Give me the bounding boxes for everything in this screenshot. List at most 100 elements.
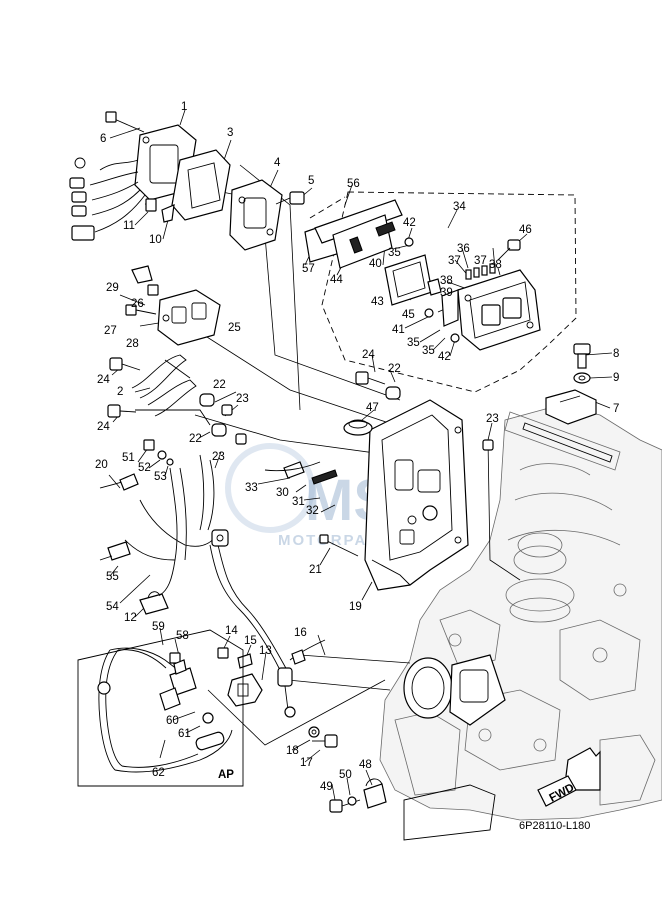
cable-33 xyxy=(264,461,321,472)
callout-35-b: 35 xyxy=(407,337,420,349)
bracket-39 xyxy=(441,289,459,327)
callout-45: 45 xyxy=(402,309,415,321)
callout-26: 26 xyxy=(131,298,144,310)
callout-57: 57 xyxy=(302,263,315,275)
callout-52: 52 xyxy=(138,462,151,474)
callout-6: 6 xyxy=(100,133,106,145)
rectifier-25 xyxy=(157,289,221,346)
callout-47: 47 xyxy=(366,402,379,414)
clip-29 xyxy=(131,265,153,284)
callout-40: 40 xyxy=(369,258,382,270)
callout-50: 50 xyxy=(339,769,352,781)
callout-22: 22 xyxy=(213,379,226,391)
bolt-5 xyxy=(275,191,305,205)
wire-harness-main xyxy=(99,454,289,673)
clip-10 xyxy=(161,204,175,223)
washer-9 xyxy=(573,372,591,384)
callout-36: 36 xyxy=(457,243,470,255)
callout-38: 38 xyxy=(440,275,453,287)
washer-50 xyxy=(347,796,357,806)
fuse-30-31 xyxy=(283,461,338,485)
bolt-6 xyxy=(105,111,145,133)
strap-20 xyxy=(99,473,139,491)
callout-58: 58 xyxy=(176,630,189,642)
bolt-26 xyxy=(147,284,159,296)
bolt-46 xyxy=(497,239,521,261)
bolt-21 xyxy=(319,534,359,557)
callout-20: 20 xyxy=(95,459,108,471)
bolt-14 xyxy=(217,647,229,659)
engine-block xyxy=(379,404,662,821)
tie-16 xyxy=(289,639,326,665)
callout-8: 8 xyxy=(613,348,619,360)
collars-23 xyxy=(221,404,494,451)
callout-30: 30 xyxy=(276,487,289,499)
bolt-51 xyxy=(143,439,155,451)
callout-23-b: 23 xyxy=(212,451,225,463)
callout-15: 15 xyxy=(244,635,257,647)
callout-42: 42 xyxy=(403,217,416,229)
bolts-24 xyxy=(107,357,386,418)
coil-bracket-4 xyxy=(229,179,283,251)
callout-28: 28 xyxy=(126,338,139,350)
callout-35-c: 35 xyxy=(422,345,435,357)
callout-22-c: 22 xyxy=(189,433,202,445)
callout-19: 19 xyxy=(349,601,362,613)
seal-43 xyxy=(384,254,433,306)
callout-10: 10 xyxy=(149,234,162,246)
callout-35: 35 xyxy=(388,247,401,259)
callout-37: 37 xyxy=(448,255,461,267)
callout-2: 2 xyxy=(117,386,123,398)
callout-54: 54 xyxy=(106,601,119,613)
connector-45 xyxy=(427,278,442,296)
callout-56: 56 xyxy=(347,178,360,190)
callout-38-b: 38 xyxy=(489,259,502,271)
bolt-8 xyxy=(573,343,591,369)
clamp-12 xyxy=(139,591,169,615)
callout-55: 55 xyxy=(106,571,119,583)
callout-12: 12 xyxy=(124,612,137,624)
callout-42-b: 42 xyxy=(438,351,451,363)
callout-62: 62 xyxy=(152,767,165,779)
callout-7: 7 xyxy=(613,403,619,415)
callout-23: 23 xyxy=(236,393,249,405)
bracket-outline xyxy=(403,784,496,841)
callout-44: 44 xyxy=(330,274,343,286)
callout-17: 17 xyxy=(300,757,313,769)
callout-37-b: 37 xyxy=(474,255,487,267)
diagram-code: 6P28110-L180 xyxy=(519,820,590,832)
pins-37-38 xyxy=(465,263,496,280)
callout-3: 3 xyxy=(227,127,233,139)
ecu-assembly-outline xyxy=(309,191,577,393)
callout-32: 32 xyxy=(306,505,319,517)
callout-13: 13 xyxy=(259,645,272,657)
ecu-box-34 xyxy=(457,269,541,351)
plate-15 xyxy=(237,653,253,669)
callout-24-c: 24 xyxy=(362,349,375,361)
callout-46: 46 xyxy=(519,224,532,236)
callout-9: 9 xyxy=(613,372,619,384)
bracket-19 xyxy=(364,399,469,591)
callout-23-c: 23 xyxy=(486,413,499,425)
bracket-7 xyxy=(545,389,597,425)
callout-49: 49 xyxy=(320,781,333,793)
callout-34: 34 xyxy=(453,201,466,213)
grommets-22 xyxy=(199,386,401,437)
callout-39: 39 xyxy=(440,287,453,299)
wire-harness-connectors xyxy=(69,157,146,241)
relay-13 xyxy=(227,673,263,707)
callout-18: 18 xyxy=(286,745,299,757)
terminal-fuse xyxy=(277,667,296,718)
callout-60: 60 xyxy=(166,715,179,727)
bolt-17-washer-18 xyxy=(308,726,338,748)
callout-43: 43 xyxy=(371,296,384,308)
callout-31: 31 xyxy=(292,496,305,508)
bracket-2 xyxy=(131,354,211,426)
callout-1: 1 xyxy=(181,101,187,113)
callout-24-b: 24 xyxy=(97,421,110,433)
callout-27: 27 xyxy=(104,325,117,337)
callout-51: 51 xyxy=(122,452,135,464)
bolt-27 xyxy=(125,304,157,316)
callout-41: 41 xyxy=(392,324,405,336)
